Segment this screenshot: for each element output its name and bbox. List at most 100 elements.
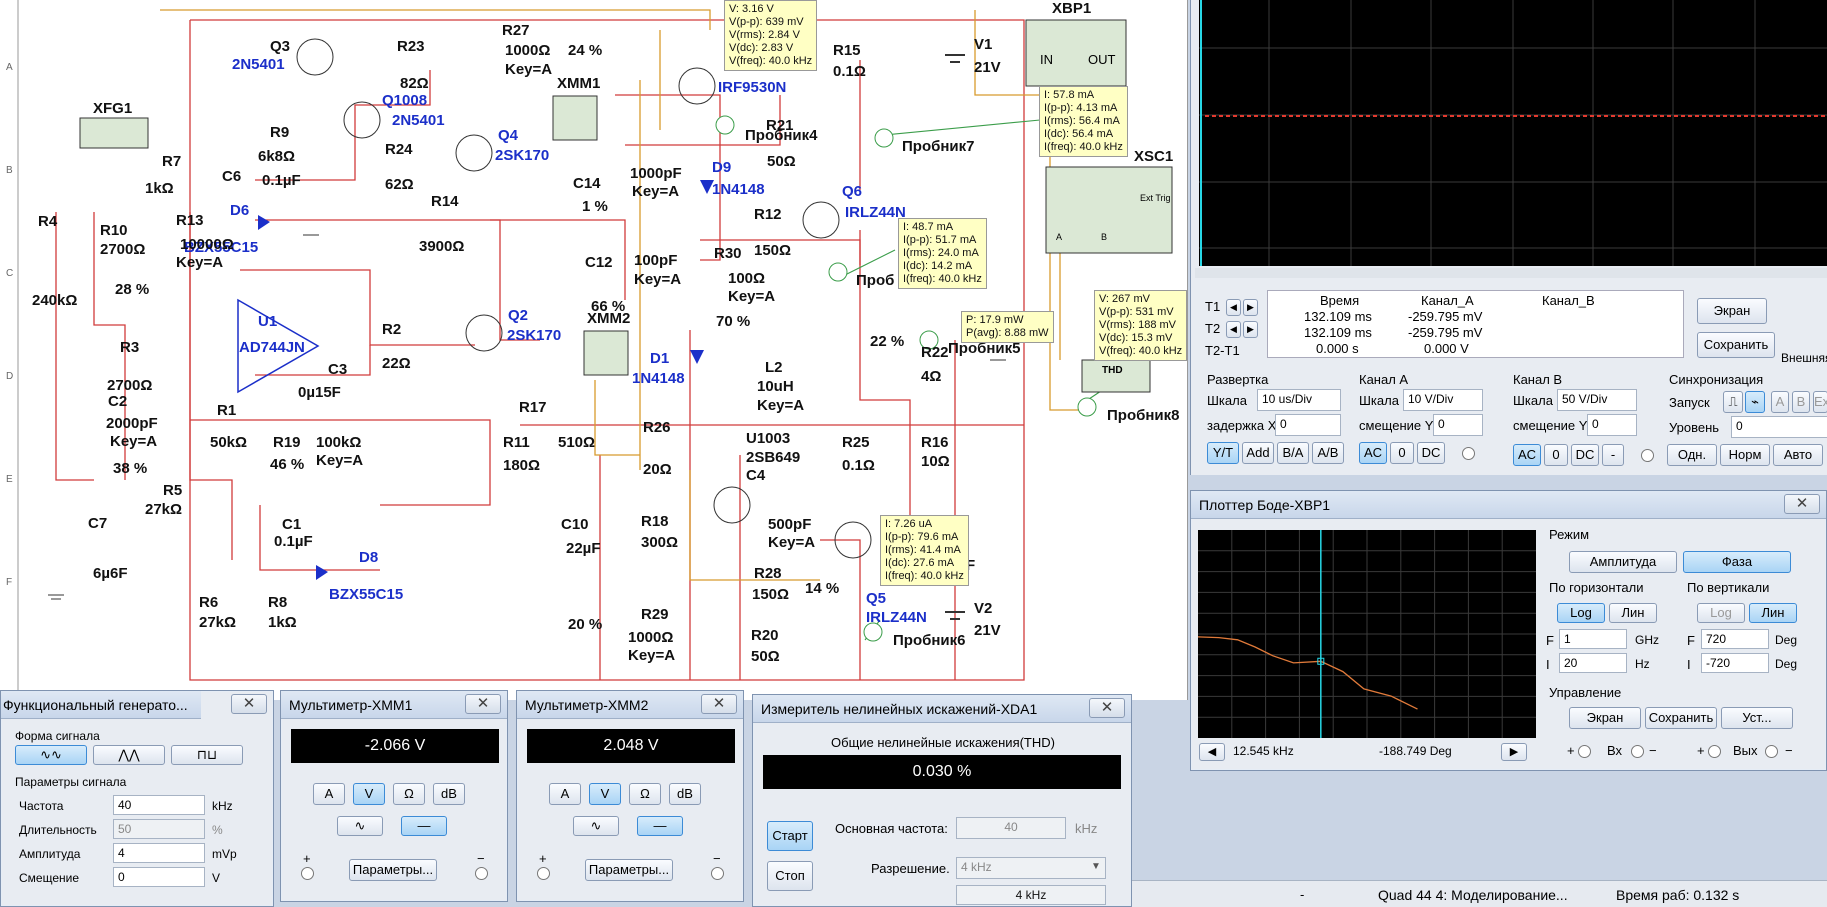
bode-hi-field[interactable]: 20	[1559, 653, 1627, 673]
chb-ac-button[interactable]: AC	[1513, 444, 1541, 466]
xmm1-dc-button[interactable]: —	[401, 816, 447, 836]
cha-zero-button[interactable]: 0	[1390, 442, 1414, 464]
xmm1-params-button[interactable]: Параметры...	[349, 859, 437, 881]
trig-fall-button[interactable]: ⌁	[1745, 391, 1765, 413]
normal-button[interactable]: Норм	[1720, 444, 1770, 466]
chb-dc-button[interactable]: DC	[1571, 444, 1599, 466]
bode-vi-field[interactable]: -720	[1701, 653, 1769, 673]
xmm2-params-button[interactable]: Параметры...	[585, 859, 673, 881]
cha-dc-button[interactable]: DC	[1417, 442, 1445, 464]
t1-left-arrow[interactable]: ◀	[1226, 299, 1241, 316]
add-button[interactable]: Add	[1242, 442, 1274, 464]
thd-f0-field[interactable]: 40	[956, 817, 1066, 839]
thd-f0-label: Основная частота:	[835, 821, 948, 836]
freq-unit: kHz	[212, 799, 233, 813]
xmm1-ac-button[interactable]: ∿	[337, 816, 383, 836]
label-c4: C4	[746, 467, 766, 484]
bode-save-button[interactable]: Сохранить	[1645, 707, 1717, 729]
chb-radio[interactable]	[1641, 449, 1654, 462]
thd-close-button[interactable]: ✕	[1089, 698, 1125, 718]
chb-minus-button[interactable]: -	[1602, 444, 1624, 466]
square-wave-button[interactable]: ⊓⊔	[171, 745, 243, 765]
oscilloscope-screen[interactable]	[1191, 0, 1827, 268]
cha-ypos-field[interactable]: 0	[1433, 414, 1483, 436]
xmm1-close-button[interactable]: ✕	[465, 694, 501, 714]
single-button[interactable]: Одн.	[1667, 444, 1717, 466]
xmm2-db-button[interactable]: dB	[669, 783, 701, 805]
sine-wave-button[interactable]: ∿∿	[15, 745, 87, 765]
bode-out-plus-radio[interactable]	[1708, 745, 1721, 758]
xmm1-amp-button[interactable]: A	[313, 783, 345, 805]
bode-mode-label: Режим	[1549, 527, 1590, 542]
triangle-wave-button[interactable]: ⋀⋀	[93, 745, 165, 765]
scope-ext-label: Ext Trig	[1140, 193, 1171, 203]
xpos-field[interactable]: 0	[1275, 414, 1341, 436]
trig-src-b[interactable]: B	[1792, 391, 1810, 413]
xmm2-minus-terminal[interactable]	[711, 867, 724, 880]
bode-set-button[interactable]: Уст...	[1721, 707, 1793, 729]
t1-right-arrow[interactable]: ▶	[1243, 299, 1258, 316]
xmm2-ac-button[interactable]: ∿	[573, 816, 619, 836]
thd-res-chevron[interactable]: ▼	[1091, 861, 1101, 872]
cha-scale-field[interactable]: 10 V/Div	[1403, 389, 1483, 411]
bode-amplitude-button[interactable]: Амплитуда	[1569, 551, 1677, 573]
bode-v-log-button[interactable]: Log	[1697, 603, 1745, 623]
xmm1-ohm-button[interactable]: Ω	[393, 783, 425, 805]
fgen-close-button[interactable]: ✕	[231, 694, 267, 714]
xmm2-close-button[interactable]: ✕	[701, 694, 737, 714]
bode-in-plus-radio[interactable]	[1578, 745, 1591, 758]
bode-vf-field[interactable]: 720	[1701, 629, 1769, 649]
bode-h-log-button[interactable]: Log	[1557, 603, 1605, 623]
label-r17: R17	[519, 399, 547, 416]
trig-src-ext[interactable]: Ext	[1813, 391, 1827, 413]
cha-radio[interactable]	[1462, 447, 1475, 460]
scope-save-button[interactable]: Сохранить	[1697, 332, 1775, 358]
bode-phase-button[interactable]: Фаза	[1683, 551, 1791, 573]
thd-stop-button[interactable]: Стоп	[767, 861, 813, 891]
bode-left-arrow[interactable]: ◀	[1199, 743, 1225, 761]
offset-field[interactable]: 0	[113, 867, 205, 887]
bode-out-minus-radio[interactable]	[1765, 745, 1778, 758]
freq-field[interactable]: 40	[113, 795, 205, 815]
xmm1-minus-terminal[interactable]	[475, 867, 488, 880]
bode-v-lin-button[interactable]: Лин	[1749, 603, 1797, 623]
bode-close-button[interactable]: ✕	[1784, 494, 1820, 514]
yt-button[interactable]: Y/T	[1207, 442, 1239, 464]
bode-h-lin-button[interactable]: Лин	[1609, 603, 1657, 623]
t2-right-arrow[interactable]: ▶	[1243, 321, 1258, 338]
cha-ac-button[interactable]: AC	[1359, 442, 1387, 464]
xmm2-volt-button[interactable]: V	[589, 783, 621, 805]
xmm2-ohm-button[interactable]: Ω	[629, 783, 661, 805]
bode-plot[interactable]	[1198, 530, 1536, 738]
scope-screen-button[interactable]: Экран	[1697, 298, 1767, 324]
chb-zero-button[interactable]: 0	[1544, 444, 1568, 466]
xmm2-plus-terminal[interactable]	[537, 867, 550, 880]
xmm1-db-button[interactable]: dB	[433, 783, 465, 805]
thd-start-button[interactable]: Старт	[767, 821, 813, 851]
timebase-scale-field[interactable]: 10 us/Div	[1257, 389, 1341, 411]
label-r6: R6	[199, 594, 219, 611]
chb-scale-field[interactable]: 50 V/Div	[1557, 389, 1637, 411]
label-c2p: 38 %	[113, 460, 148, 477]
xmm1-volt-button[interactable]: V	[353, 783, 385, 805]
bode-in-minus-radio[interactable]	[1631, 745, 1644, 758]
xmm2-amp-button[interactable]: A	[549, 783, 581, 805]
bode-hf-field[interactable]: 1	[1559, 629, 1627, 649]
xmm1-plus-terminal[interactable]	[301, 867, 314, 880]
chb-ypos-field[interactable]: 0	[1587, 414, 1637, 436]
ba-button[interactable]: B/A	[1277, 442, 1309, 464]
trig-src-a[interactable]: A	[1771, 391, 1789, 413]
bode-right-arrow[interactable]: ▶	[1501, 743, 1527, 761]
trig-rise-button[interactable]: ⎍	[1723, 391, 1743, 413]
xmm2-dc-button[interactable]: —	[637, 816, 683, 836]
ab-button[interactable]: A/B	[1312, 442, 1344, 464]
t2-left-arrow[interactable]: ◀	[1226, 321, 1241, 338]
auto-button[interactable]: Авто	[1773, 444, 1823, 466]
bode-screen-button[interactable]: Экран	[1569, 707, 1641, 729]
duty-field[interactable]: 50	[113, 819, 205, 839]
label-r27: R27	[502, 22, 530, 39]
amp-field[interactable]: 4	[113, 843, 205, 863]
thd-res-select[interactable]: 4 kHz	[956, 857, 1106, 879]
trig-level-field[interactable]: 0	[1731, 416, 1827, 438]
